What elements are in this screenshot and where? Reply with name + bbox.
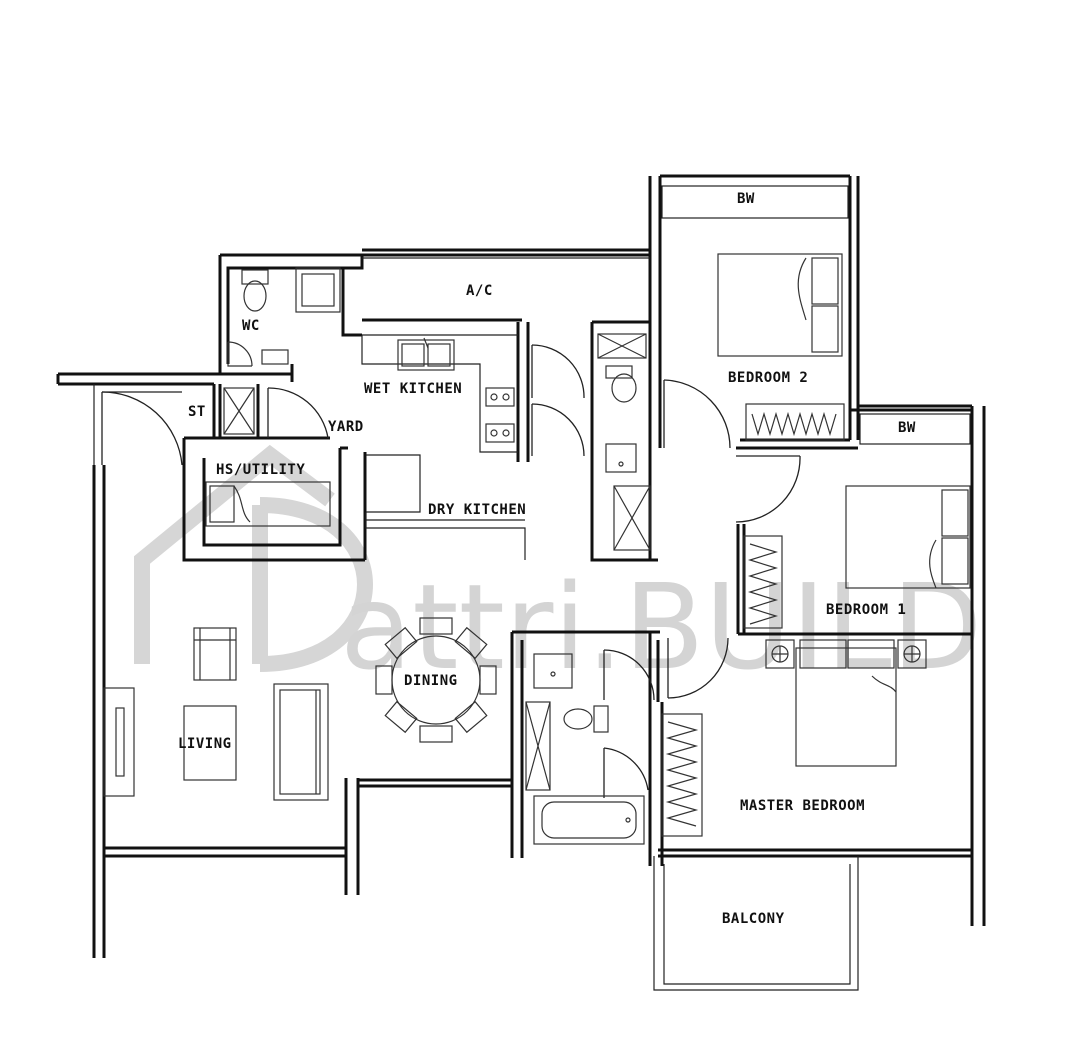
ac-ledge-cabinet-icon	[597, 333, 647, 359]
doors	[101, 344, 801, 798]
wall-master-bath	[510, 630, 664, 866]
label-master-bedroom: MASTER BEDROOM	[740, 798, 865, 814]
hob-2-icon	[485, 423, 515, 443]
bedroom1-wardrobe-icon	[743, 535, 783, 629]
dining-chair-bottomleft-icon	[384, 700, 418, 734]
dining-chair-bottom-icon	[419, 725, 453, 743]
bedroom2-bed-icon	[717, 253, 843, 357]
label-wc: WC	[242, 318, 260, 334]
master-basin-icon	[533, 653, 573, 689]
bw-2-window	[661, 185, 849, 219]
bath1-toilet-icon	[605, 365, 637, 403]
wall-master-bottom	[658, 848, 972, 858]
bath-door-1-icon	[531, 344, 585, 399]
master-toilet-icon	[563, 705, 609, 733]
master-door-icon	[667, 637, 729, 699]
bedside-lamp-right-icon	[897, 639, 927, 669]
bedside-lamp-left-icon	[765, 639, 795, 669]
label-living: LIVING	[178, 736, 232, 752]
bedroom2-wardrobe-icon	[745, 403, 845, 441]
label-bedroom-2: BEDROOM 2	[728, 370, 808, 386]
hob-1-icon	[485, 387, 515, 407]
wall-st	[212, 384, 260, 438]
toilet-icon	[241, 269, 269, 312]
master-wc-door-icon	[603, 747, 649, 798]
st-cabinet-icon	[223, 387, 255, 435]
label-dining: DINING	[404, 673, 458, 689]
label-bw-1: BW	[737, 191, 755, 207]
label-yard: YARD	[328, 419, 364, 435]
wall-kitchen-right	[516, 320, 658, 562]
wall-wc	[218, 253, 364, 382]
bath-door-2-icon	[531, 403, 585, 457]
master-bed-icon	[795, 639, 897, 767]
thin-lines	[93, 185, 971, 991]
wet-kitchen-counter	[361, 334, 518, 453]
room-labels: WC A/C WET KITCHEN ST YARD HS/UTILITY DR…	[178, 191, 916, 927]
fixtures	[103, 253, 971, 845]
bw-1-window	[859, 413, 971, 445]
label-bw-2: BW	[898, 420, 916, 436]
dining-chair-bottomright-icon	[454, 700, 488, 734]
dining-chair-topright-icon	[454, 626, 488, 660]
bathtub-icon	[533, 795, 645, 845]
label-ac: A/C	[466, 283, 493, 299]
bath1-shower-icon	[613, 485, 651, 551]
basin-icon	[261, 349, 289, 365]
washer-icon	[295, 267, 341, 313]
wall-bedroom2	[648, 174, 860, 560]
label-st: ST	[188, 404, 206, 420]
label-hs-utility: HS/UTILITY	[216, 462, 305, 478]
yard-door-icon	[267, 387, 329, 439]
label-wet-kitchen: WET KITCHEN	[364, 381, 462, 397]
wall-living-bottom	[104, 778, 512, 895]
sofa-icon	[273, 683, 329, 801]
bedroom1-bed-icon	[845, 485, 971, 589]
bedroom1-door-icon	[735, 455, 801, 523]
master-shower-icon	[525, 701, 551, 791]
dry-kitchen-counter	[365, 454, 526, 560]
wall-entry-ledge	[56, 372, 292, 386]
wall-right	[970, 406, 986, 926]
dining-chair-left-icon	[375, 665, 393, 695]
armchair-icon	[193, 627, 237, 681]
walls	[56, 174, 986, 958]
label-balcony: BALCONY	[722, 911, 785, 927]
wall-utility	[182, 436, 367, 562]
kitchen-sink-icon	[397, 337, 455, 371]
master-bath-door-icon	[603, 649, 655, 701]
balcony-outline	[653, 856, 859, 991]
label-dry-kitchen: DRY KITCHEN	[428, 502, 526, 518]
corner-shower-icon	[227, 341, 253, 367]
tv-console-icon	[103, 687, 135, 797]
bedroom2-door-icon	[663, 379, 731, 449]
utility-bed-icon	[205, 481, 331, 527]
watermark: attri.BUILD	[134, 444, 982, 696]
bath1-basin-icon	[605, 443, 637, 473]
dining-chair-topleft-icon	[384, 626, 418, 660]
dining-chair-top-icon	[419, 617, 453, 635]
wall-left	[92, 465, 106, 958]
main-door-icon	[101, 391, 183, 466]
coffee-table-icon	[183, 705, 237, 781]
master-wardrobe-icon	[661, 713, 703, 837]
wall-ac-ledge	[341, 248, 650, 337]
dining-chair-right-icon	[479, 665, 497, 695]
label-bedroom-1: BEDROOM 1	[826, 602, 906, 618]
wall-bed2-bottom	[736, 404, 972, 450]
watermark-text: attri.BUILD	[340, 558, 982, 696]
